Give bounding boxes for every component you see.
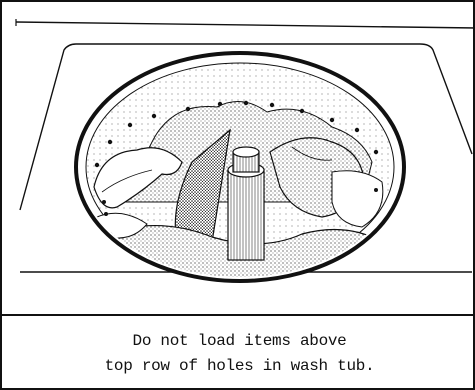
caption-line-1: Do not load items above [133, 329, 347, 354]
agitator [228, 147, 264, 260]
figure-caption: Do not load items above top row of holes… [2, 320, 475, 388]
top-panel-edge [16, 22, 475, 28]
caption-divider [2, 314, 475, 316]
washer-tub-illustration [2, 2, 475, 314]
caption-line-2: top row of holes in wash tub. [105, 354, 375, 379]
